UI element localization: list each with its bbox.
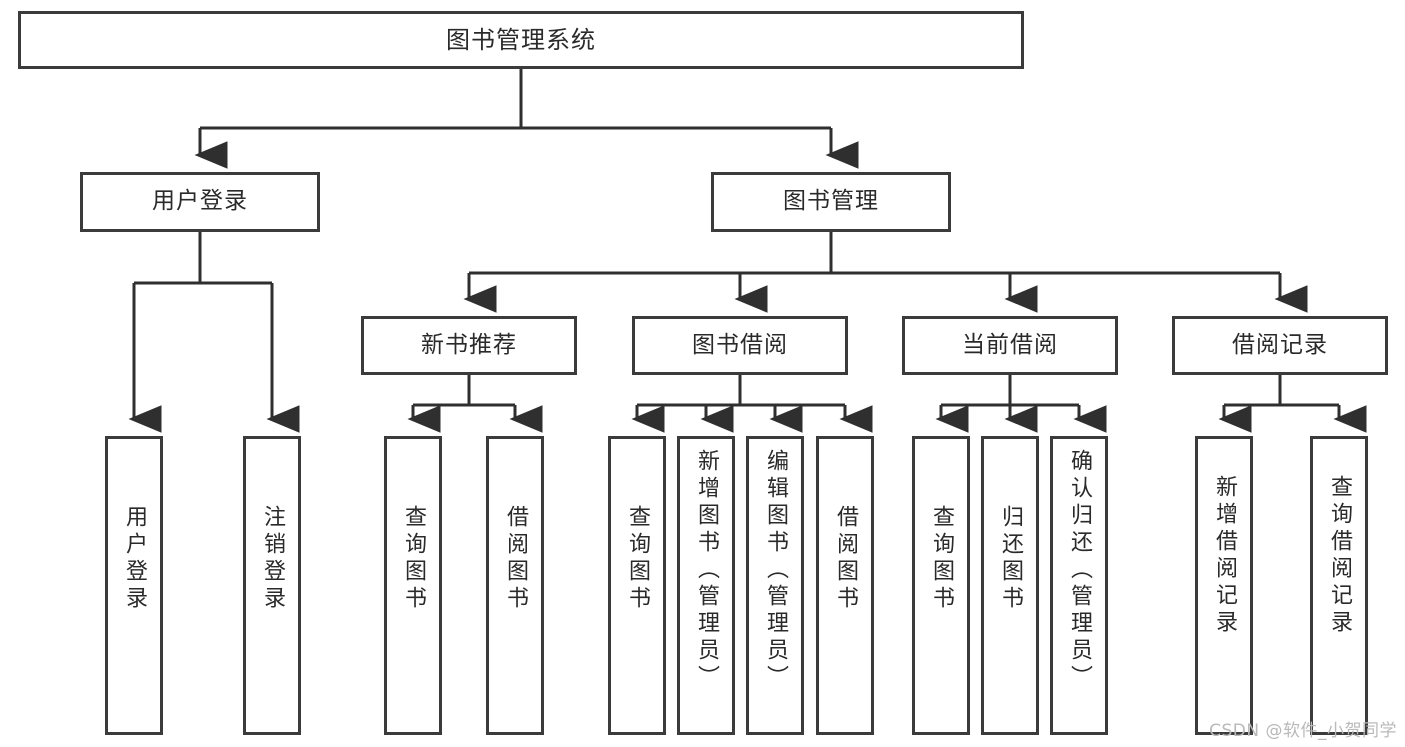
node-leaf-borrow-book-1[interactable]: 借阅图书	[486, 436, 544, 735]
node-leaf-query-book-1-label: 查询图书	[401, 505, 426, 613]
node-user-login[interactable]: 用户登录	[80, 172, 320, 232]
node-leaf-edit-book-label: 编辑图书（管理员）	[763, 449, 788, 692]
node-borrow-record[interactable]: 借阅记录	[1172, 316, 1388, 375]
node-book-manage-label: 图书管理	[783, 188, 879, 215]
node-leaf-logout-label: 注销登录	[260, 505, 285, 613]
node-leaf-query-book-3-label: 查询图书	[929, 505, 954, 613]
node-leaf-add-book-label: 新增图书（管理员）	[694, 449, 719, 692]
node-user-login-label: 用户登录	[152, 188, 248, 215]
node-leaf-add-book[interactable]: 新增图书（管理员）	[677, 436, 735, 735]
node-book-borrow-label: 图书借阅	[692, 331, 788, 358]
node-leaf-query-book-3[interactable]: 查询图书	[912, 436, 970, 735]
node-leaf-add-record[interactable]: 新增借阅记录	[1195, 436, 1253, 735]
node-leaf-add-record-label: 新增借阅记录	[1212, 475, 1237, 637]
node-book-borrow[interactable]: 图书借阅	[632, 316, 848, 375]
node-leaf-query-record-label: 查询借阅记录	[1327, 475, 1352, 637]
node-leaf-borrow-book-2-label: 借阅图书	[833, 505, 858, 613]
node-current-borrow-label: 当前借阅	[962, 331, 1058, 358]
node-leaf-query-book-2-label: 查询图书	[625, 505, 650, 613]
node-leaf-return-book-label: 归还图书	[998, 505, 1023, 613]
node-leaf-borrow-book-1-label: 借阅图书	[503, 505, 528, 613]
node-new-book-recommend[interactable]: 新书推荐	[361, 316, 577, 375]
node-leaf-logout[interactable]: 注销登录	[243, 436, 301, 735]
node-book-manage[interactable]: 图书管理	[711, 172, 951, 232]
node-borrow-record-label: 借阅记录	[1232, 331, 1328, 358]
node-leaf-user-login-label: 用户登录	[122, 505, 147, 613]
node-current-borrow[interactable]: 当前借阅	[902, 316, 1118, 375]
node-root[interactable]: 图书管理系统	[18, 11, 1024, 69]
node-leaf-user-login[interactable]: 用户登录	[105, 436, 163, 735]
node-leaf-query-record[interactable]: 查询借阅记录	[1310, 436, 1368, 735]
node-leaf-query-book-1[interactable]: 查询图书	[384, 436, 442, 735]
node-leaf-edit-book[interactable]: 编辑图书（管理员）	[746, 436, 804, 735]
node-leaf-query-book-2[interactable]: 查询图书	[608, 436, 666, 735]
node-leaf-return-book[interactable]: 归还图书	[981, 436, 1039, 735]
node-leaf-confirm-return-label: 确认归还（管理员）	[1067, 449, 1092, 692]
node-leaf-borrow-book-2[interactable]: 借阅图书	[816, 436, 874, 735]
csdn-watermark: CSDN @软件_小贺同学	[1209, 721, 1397, 741]
node-leaf-confirm-return[interactable]: 确认归还（管理员）	[1050, 436, 1108, 735]
node-new-book-recommend-label: 新书推荐	[421, 331, 517, 358]
node-root-label: 图书管理系统	[446, 25, 596, 54]
